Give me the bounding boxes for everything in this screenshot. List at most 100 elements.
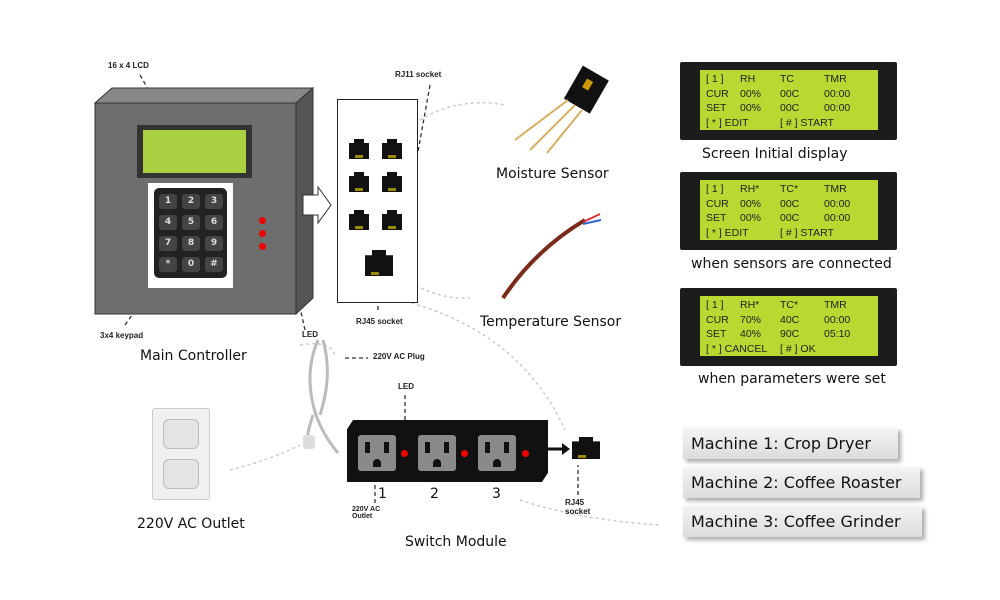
- machine-3-label: Machine 3: Coffee Grinder: [683, 506, 922, 537]
- key[interactable]: 8: [182, 236, 200, 251]
- wall-outlet-image: [152, 408, 210, 500]
- screen-caption: when parameters were set: [698, 371, 886, 387]
- key[interactable]: 9: [205, 236, 223, 251]
- rj11-socket[interactable]: [382, 172, 402, 192]
- lcd-cell: 00:00: [824, 87, 851, 100]
- outlet-number: 2: [430, 486, 439, 502]
- lcd-cell: 05:10: [824, 328, 851, 340]
- outlet-led: [461, 450, 468, 457]
- lcd-cell: 00C: [780, 212, 800, 224]
- rj11-socket[interactable]: [349, 210, 369, 230]
- outlet-number: 1: [378, 486, 387, 502]
- key[interactable]: 2: [182, 194, 200, 209]
- switch-module-title: Switch Module: [405, 534, 507, 550]
- lcd-cell: [ # ] START: [780, 226, 834, 239]
- machine-1-label: Machine 1: Crop Dryer: [683, 428, 898, 459]
- lcd-cell: 00%: [740, 102, 762, 114]
- lcd-cell: 40%: [740, 328, 762, 340]
- ac-plug-label: 220V AC Plug: [373, 352, 425, 361]
- lcd-cell: CUR: [706, 197, 729, 210]
- rj11-socket[interactable]: [382, 139, 402, 159]
- lcd-cell: 00%: [740, 212, 762, 224]
- key[interactable]: 0: [182, 257, 200, 272]
- lcd-label: 16 x 4 LCD: [108, 61, 149, 70]
- screen-caption: when sensors are connected: [691, 256, 892, 272]
- lcd-cell: CUR: [706, 87, 729, 100]
- key[interactable]: 5: [182, 215, 200, 230]
- rj11-socket[interactable]: [349, 139, 369, 159]
- lcd-cell: 00:00: [824, 313, 851, 326]
- wall-outlet-label: 220V AC Outlet: [137, 516, 245, 532]
- led-label: LED: [302, 330, 318, 337]
- lcd-cell: [ 1 ]: [706, 183, 724, 195]
- key[interactable]: 4: [159, 215, 177, 230]
- moisture-sensor-label: Moisture Sensor: [496, 166, 609, 182]
- lcd-cell: 00%: [740, 87, 762, 100]
- lcd-cell: TC: [780, 73, 794, 85]
- outlet-led: [522, 450, 529, 457]
- lcd-cell: SET: [706, 328, 727, 340]
- main-controller-title: Main Controller: [140, 348, 247, 364]
- lcd-cell: [ * ] CANCEL: [706, 342, 768, 355]
- lcd-cell: [ * ] EDIT: [706, 116, 749, 129]
- machine-2-label: Machine 2: Coffee Roaster: [683, 467, 920, 498]
- lcd-cell: [ # ] OK: [780, 342, 816, 355]
- rj45-label: RJ45 socket: [356, 317, 403, 326]
- led-indicator: [259, 230, 266, 237]
- ac-outlet-2[interactable]: [418, 435, 456, 471]
- lcd-cell: SET: [706, 212, 727, 224]
- lcd-cell: 00:00: [824, 197, 851, 210]
- lcd-cell: [ # ] START: [780, 116, 834, 129]
- lcd-cell: [ 1 ]: [706, 73, 724, 85]
- temperature-sensor-image: [501, 213, 602, 300]
- lcd-cell: 00C: [780, 102, 800, 114]
- lcd-cell: 00C: [780, 197, 800, 210]
- led-indicator: [259, 243, 266, 250]
- power-plug-cord-image: [303, 339, 340, 454]
- switch-led-label: LED: [398, 382, 414, 391]
- ac-outlet-3[interactable]: [478, 435, 516, 471]
- lcd-cell: [ * ] EDIT: [706, 226, 749, 239]
- lcd-cell: [ 1 ]: [706, 299, 724, 311]
- temperature-sensor-label: Temperature Sensor: [480, 314, 622, 330]
- lcd-cell: TC*: [780, 299, 799, 311]
- lcd-cell: CUR: [706, 313, 729, 326]
- arrow-right-icon: [302, 186, 332, 224]
- rj11-label: RJ11 socket: [395, 70, 442, 79]
- ac-outlet-1[interactable]: [358, 435, 396, 471]
- lcd-cell: RH*: [740, 299, 760, 311]
- screen-caption: Screen Initial display: [702, 146, 848, 162]
- switch-rj45-label: RJ45 socket: [565, 498, 591, 516]
- lcd-cell: 00:00: [824, 212, 851, 224]
- lcd-cell: TMR: [824, 183, 847, 195]
- led-indicator: [259, 217, 266, 224]
- lcd-cell: RH: [740, 73, 756, 85]
- lcd-cell: TMR: [824, 299, 847, 311]
- rj11-socket[interactable]: [349, 172, 369, 192]
- keypad-label: 3x4 keypad: [100, 331, 144, 340]
- switch-rj45-socket[interactable]: [572, 437, 600, 459]
- key[interactable]: 7: [159, 236, 177, 251]
- lcd-cell: TC*: [780, 183, 799, 195]
- lcd-cell: 40C: [780, 313, 800, 326]
- key[interactable]: #: [205, 257, 223, 272]
- outlet-number: 3: [492, 486, 501, 502]
- switch-outlet-label: 220V AC Outlet: [352, 506, 381, 520]
- rj11-socket[interactable]: [382, 210, 402, 230]
- key[interactable]: 1: [159, 194, 177, 209]
- lcd-cell: RH*: [740, 183, 760, 195]
- lcd-cell: 90C: [780, 328, 800, 340]
- moisture-sensor-image: [514, 65, 609, 154]
- lcd-cell: 00%: [740, 197, 762, 210]
- key[interactable]: 6: [205, 215, 223, 230]
- key[interactable]: *: [159, 257, 177, 272]
- outlet-led: [401, 450, 408, 457]
- lcd-cell: 00:00: [824, 102, 851, 114]
- key[interactable]: 3: [205, 194, 223, 209]
- lcd-screen-sensors: [ 1 ] RH* TC* TMR CUR 00% 00C 00:00 SET 00% 00C 0…: [680, 172, 897, 250]
- controller-lcd: [137, 125, 252, 178]
- lcd-cell: TMR: [824, 73, 847, 85]
